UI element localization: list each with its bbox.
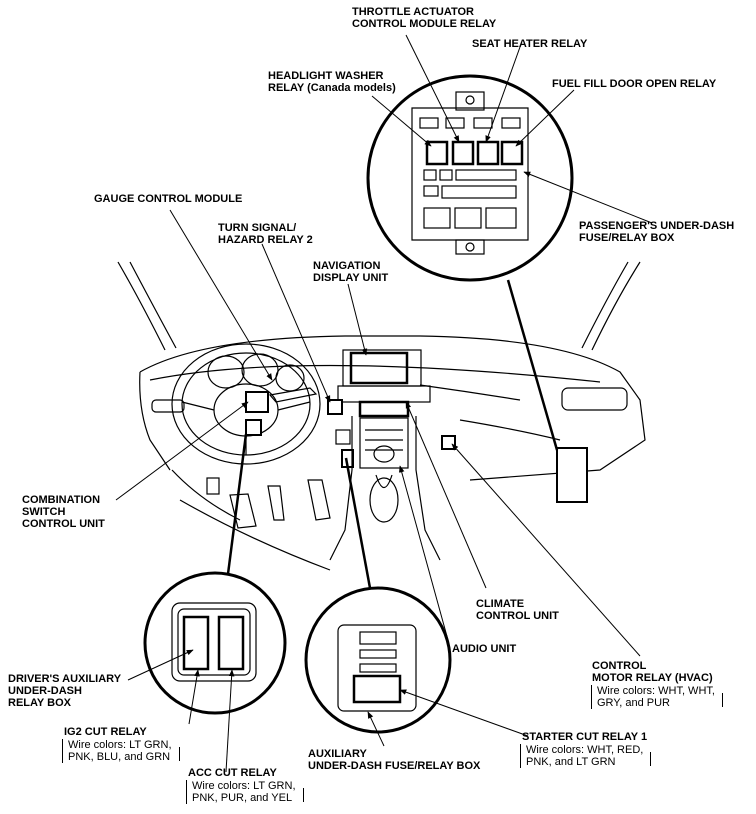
drivers-aux-callout: [143, 571, 287, 715]
bracket: [178, 747, 180, 761]
label-climate-control: CLIMATE CONTROL UNIT: [476, 598, 559, 622]
passenger-box-callout: [366, 74, 574, 282]
aux-box-callout: [304, 586, 452, 734]
label-acc-cut-relay: ACC CUT RELAY: [188, 767, 277, 779]
label-starter-cut-relay: STARTER CUT RELAY 1: [522, 731, 648, 743]
label-gauge-control-module: GAUGE CONTROL MODULE: [94, 193, 243, 205]
label-ig2-cut-relay: IG2 CUT RELAY: [64, 726, 147, 738]
label-passenger-box: PASSENGER'S UNDER-DASH FUSE/RELAY BOX: [579, 220, 735, 244]
note-text: Wire colors: WHT, RED, PNK, and LT GRN: [526, 744, 644, 768]
note-control-motor-wires: Wire colors: WHT, WHT, GRY, and PUR: [591, 685, 723, 709]
label-throttle-relay: THROTTLE ACTUATOR CONTROL MODULE RELAY: [352, 6, 497, 30]
dashboard-outline: [139, 335, 646, 521]
note-text: Wire colors: LT GRN, PNK, BLU, and GRN: [68, 739, 172, 763]
bracket: [650, 752, 652, 766]
label-combination-switch: COMBINATION SWITCH CONTROL UNIT: [22, 494, 105, 530]
note-text: Wire colors: WHT, WHT, GRY, and PUR: [597, 685, 715, 709]
note-starter-wires: Wire colors: WHT, RED, PNK, and LT GRN: [520, 744, 652, 768]
center-console: [329, 349, 441, 561]
label-navigation-display: NAVIGATION DISPLAY UNIT: [313, 260, 389, 284]
leader-lines: [115, 34, 653, 773]
label-fuel-fill-door-relay: FUEL FILL DOOR OPEN RELAY: [552, 78, 717, 90]
pedals: [179, 477, 331, 571]
note-text: Wire colors: LT GRN, PNK, PUR, and YEL: [192, 780, 296, 804]
label-turn-signal-relay: TURN SIGNAL/ HAZARD RELAY 2: [218, 222, 313, 246]
label-control-motor-relay: CONTROL MOTOR RELAY (HVAC): [592, 660, 713, 684]
label-audio-unit: AUDIO UNIT: [452, 643, 517, 655]
bracket: [302, 788, 304, 802]
label-headlight-washer-relay: HEADLIGHT WASHER RELAY (Canada models): [268, 70, 396, 94]
label-aux-fuse-relay-box: AUXILIARY UNDER-DASH FUSE/RELAY BOX: [308, 748, 481, 772]
dash-relays: [245, 391, 588, 503]
callout-connectors: [226, 279, 559, 589]
label-seat-heater-relay: SEAT HEATER RELAY: [472, 38, 588, 50]
label-drivers-aux-box: DRIVER'S AUXILIARY UNDER-DASH RELAY BOX: [8, 673, 122, 709]
bracket: [721, 693, 723, 707]
note-ig2-wires: Wire colors: LT GRN, PNK, BLU, and GRN: [62, 739, 180, 763]
note-acc-wires: Wire colors: LT GRN, PNK, PUR, and YEL: [186, 780, 304, 804]
windshield-pillars: [117, 261, 641, 351]
